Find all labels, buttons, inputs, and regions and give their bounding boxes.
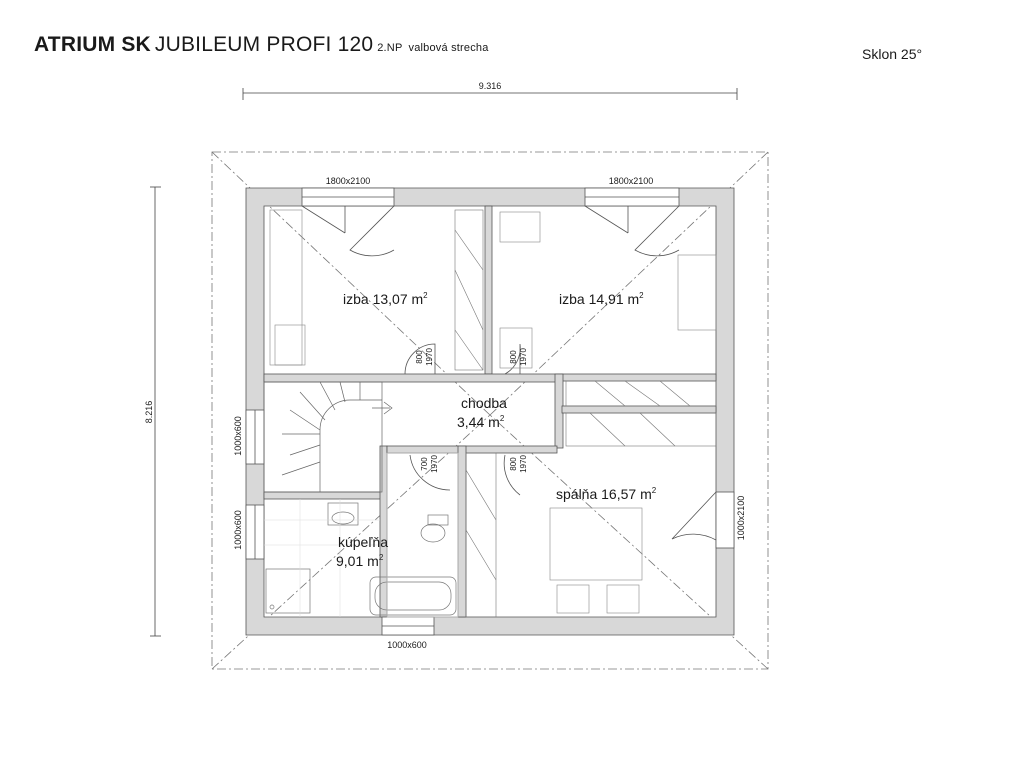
room-kupelna-name: kúpeľňa [338,534,388,550]
window-label-top-right: 1800x2100 [609,176,654,186]
door-izba1-width: 800 [415,350,424,364]
title-brand: ATRIUM SK [34,33,151,56]
windows [245,187,735,636]
room-izba-2: izba 14,91 m2 [559,291,644,307]
title-floor: 2.NP [377,42,403,54]
title-model: JUBILEUM PROFI 120 [154,33,374,56]
dimension-depth-label: 8.216 [144,401,154,424]
room-izba-1: izba 13,07 m2 [343,291,428,307]
dimension-width-label: 9.316 [479,81,502,91]
door-izba2-width: 800 [509,350,518,364]
dimension-depth [150,186,161,637]
door-izba2-height: 1970 [519,348,528,366]
window-label-left-upper: 1000x600 [233,416,243,456]
room-spalna: spálňa 16,57 m2 [556,486,657,502]
door-bath-width: 700 [420,457,429,471]
door-izba1-height: 1970 [425,348,434,366]
door-swings [301,205,717,541]
door-bed-height: 1970 [519,455,528,473]
furniture [269,209,717,614]
room-kupelna-area: 9,01 m2 [336,553,384,569]
roof-slope: Sklon 25° [862,46,923,62]
window-label-left-lower: 1000x600 [233,510,243,550]
title-roof: valbová strecha [408,42,489,54]
bathroom-fixtures [264,452,459,618]
room-chodba-area: 3,44 m2 [457,414,505,430]
window-label-top-left: 1800x2100 [326,176,371,186]
wardrobes [454,209,717,618]
staircase [263,381,393,493]
interior-walls [263,205,717,618]
door-bed-width: 800 [509,457,518,471]
room-chodba-name: chodba [461,395,507,411]
door-label-right: 1000x2100 [736,496,746,541]
window-label-bottom: 1000x600 [387,640,427,650]
dimension-width [242,88,738,100]
door-bath-height: 1970 [430,455,439,473]
